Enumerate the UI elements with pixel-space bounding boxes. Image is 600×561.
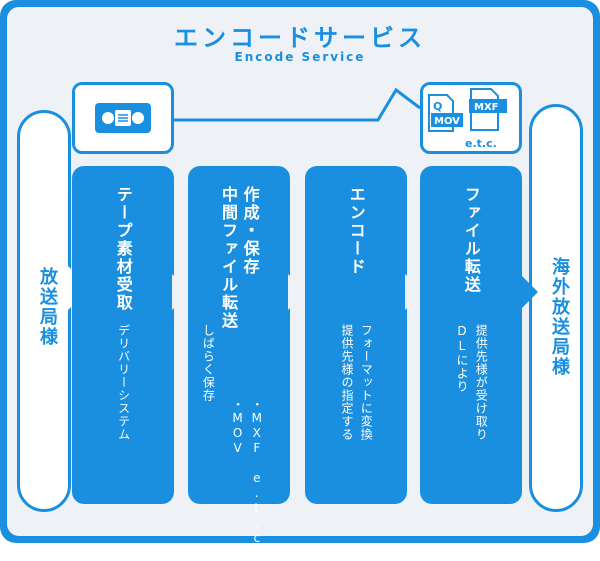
tape-media-box	[72, 82, 174, 154]
step-description: フォーマットに変換	[359, 324, 374, 441]
step-heading: 中間ファイル転送	[219, 186, 238, 330]
file-formats-box: Q MOV MXF e.t.c.	[420, 82, 522, 154]
broadcaster-pill: 放送局様	[17, 110, 71, 512]
file-q-label: Q	[433, 100, 442, 113]
step-heading: ファイル転送	[461, 186, 481, 294]
step-description: デリバリーシステム	[116, 324, 131, 441]
overseas-broadcaster-label: 海外放送局様	[549, 257, 570, 377]
page-subtitle: Encode Service	[234, 50, 366, 64]
step-heading: 作成・保存	[240, 186, 260, 276]
step-description: 提供先様の指定する	[340, 324, 354, 441]
step-description: しばらく保存	[201, 324, 216, 402]
file-etc-label: e.t.c.	[465, 137, 497, 150]
step-file-transfer: ファイル転送 DLにより 提供先様が受け取り	[420, 166, 522, 504]
step-intermediate-file: 中間ファイル転送 作成・保存 しばらく保存 ・MOV ・MXF e.t.c.	[188, 166, 290, 561]
document-file-icon: Q MOV MXF	[428, 88, 507, 132]
chevron-right-icon	[405, 274, 423, 310]
chevron-right-icon	[288, 274, 306, 310]
format-item: ・MOV	[230, 398, 245, 456]
flow-connector-line	[174, 87, 421, 122]
file-mov-label: MOV	[434, 116, 460, 127]
chevron-right-icon	[520, 274, 538, 310]
file-mxf-label: MXF	[474, 102, 499, 113]
step-encode: エンコード 提供先様の指定する フォーマットに変換	[305, 166, 407, 504]
format-item: ・MXF e.t.c.	[249, 398, 264, 561]
step-heading: テープ素材受取	[113, 186, 133, 312]
step-tape-receipt: テープ素材受取 デリバリーシステム	[72, 166, 174, 504]
broadcaster-label: 放送局様	[37, 267, 58, 347]
step-description: 提供先様が受け取り	[474, 324, 489, 441]
vhs-tape-icon	[95, 103, 151, 133]
chevron-right-icon	[172, 274, 190, 310]
step-heading: エンコード	[346, 186, 366, 276]
step-description: DLにより	[455, 324, 469, 393]
page-title: エンコードサービス	[174, 24, 426, 52]
overseas-broadcaster-pill: 海外放送局様	[529, 104, 583, 512]
